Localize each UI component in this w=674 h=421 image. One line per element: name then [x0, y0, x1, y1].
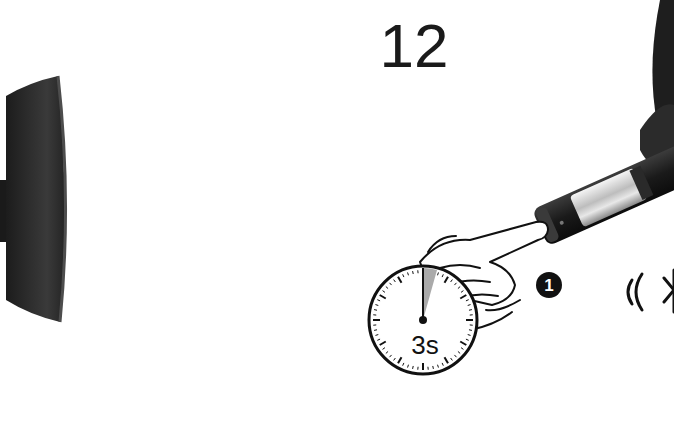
timer-tick — [412, 366, 414, 369]
timer-tick — [398, 277, 402, 283]
timer-tick — [461, 291, 463, 293]
timer-tick — [460, 295, 466, 299]
timer-tick — [437, 272, 439, 275]
timer-tick — [412, 271, 414, 274]
timer-icon — [369, 266, 477, 374]
timer-tick — [377, 300, 380, 301]
timer-tick — [377, 339, 380, 340]
callout-number: 1 — [544, 277, 553, 294]
timer-tick — [458, 287, 460, 289]
timer-tick — [445, 357, 449, 363]
timer-tick — [374, 329, 377, 331]
timer-tick — [375, 334, 378, 336]
timer-tick — [466, 339, 469, 340]
callout-badge — [536, 272, 562, 298]
timer-tick — [458, 351, 460, 353]
timer-tick — [407, 272, 409, 275]
timer-tick — [427, 367, 428, 370]
timer-tick — [417, 270, 418, 273]
timer-tick — [386, 287, 388, 289]
earbud-stick — [532, 141, 674, 247]
timer-tick — [469, 309, 472, 311]
timer-tick — [468, 304, 471, 306]
timer-tick — [451, 358, 453, 360]
timer-tick — [386, 351, 388, 353]
timer-tick — [390, 283, 392, 285]
timer-tick — [380, 342, 386, 346]
timer-tick — [380, 295, 386, 299]
timer-tick — [375, 304, 378, 306]
timer-tick — [468, 334, 471, 336]
timer-tick — [466, 319, 473, 321]
earcup-edge — [0, 76, 66, 322]
timer-tick — [442, 363, 443, 366]
timer-tick — [398, 357, 402, 363]
timer-tick — [373, 319, 380, 321]
timer-tick — [383, 291, 385, 293]
timer-tick — [394, 358, 396, 360]
timer-tick — [445, 277, 449, 283]
timer-tick — [432, 366, 434, 369]
timer-tick — [403, 363, 404, 366]
timer-tick — [454, 355, 456, 357]
bluetooth-symbol — [628, 270, 674, 312]
timer-tick — [470, 314, 473, 315]
timer-tick — [461, 348, 463, 350]
timer-tick — [394, 280, 396, 282]
timer-tick — [407, 365, 409, 368]
timer-tick — [373, 314, 376, 315]
timer-tick — [403, 274, 404, 277]
timer-tick — [383, 348, 385, 350]
timer-tick — [437, 365, 439, 368]
timer-tick — [422, 363, 424, 370]
timer-tick — [454, 283, 456, 285]
timer-tick — [466, 300, 469, 301]
timer-tick — [417, 367, 418, 370]
timer-tick — [451, 280, 453, 282]
timer-tick — [442, 274, 443, 277]
timer-tick — [374, 309, 377, 311]
timer-tick — [470, 324, 473, 325]
timer-tick — [373, 324, 376, 325]
step-number: 12 — [380, 15, 449, 77]
timer-tick — [390, 355, 392, 357]
timer-tick — [460, 342, 466, 346]
timer-tick — [469, 329, 472, 331]
duration-text: 3s — [411, 332, 438, 358]
